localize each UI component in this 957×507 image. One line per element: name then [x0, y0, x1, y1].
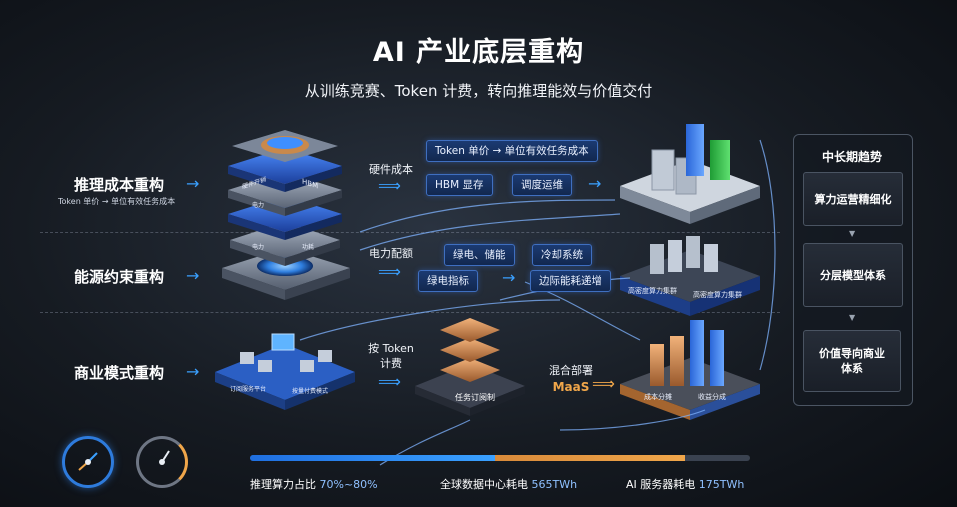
arrow-right-icon: ⟹	[378, 176, 401, 195]
stat-ai-server: AI 服务器耗电 175TWh	[626, 476, 744, 492]
stat-dc-power: 全球数据中心耗电 565TWh	[440, 476, 577, 492]
datacenter-top-illustration	[620, 124, 760, 224]
flow-label-power-quota: 电力配额	[369, 247, 413, 260]
arrow-right-icon: ⟹	[592, 374, 615, 393]
chip-hbm: HBM 显存	[426, 174, 493, 196]
datacenter-mid-illustration	[620, 236, 760, 316]
chip-label: 功耗	[302, 244, 315, 251]
row-label-inference-cost: 推理成本重构	[74, 176, 165, 194]
business-platform-illustration	[215, 333, 355, 410]
task-order-label: 任务订阅制	[455, 393, 495, 402]
stat-value: 70%~80%	[319, 478, 378, 491]
trend-item: 价值导向商业体系	[803, 330, 901, 392]
inference-share-bar	[250, 455, 750, 461]
stat-value: 565TWh	[531, 478, 578, 491]
dc-power-fill	[495, 455, 685, 461]
arrow-right-icon: →	[186, 174, 200, 193]
trend-item: 算力运营精细化	[803, 172, 903, 226]
flow-label-hybrid-2: MaaS	[552, 380, 590, 394]
growth-bars-illustration	[620, 320, 760, 420]
row-divider	[40, 312, 780, 313]
task-order-illustration	[415, 318, 525, 416]
stat-label: 推理算力占比	[250, 478, 316, 491]
row-divider	[40, 232, 780, 233]
growth-label: 成本分摊	[644, 393, 672, 401]
chip-green-index: 绿电指标	[418, 270, 478, 292]
inference-share-fill	[250, 455, 495, 461]
growth-label: 收益分成	[698, 393, 726, 401]
trend-item: 分层模型体系	[803, 243, 903, 307]
page-subtitle: 从训练竞赛、Token 计费，转向推理能效与价值交付	[304, 82, 653, 100]
chip-cooling: 冷却系统	[532, 244, 592, 266]
chip-label: 电力	[252, 202, 265, 209]
arrow-right-icon: →	[588, 174, 602, 193]
chip-marginal-energy: 边际能耗递增	[530, 270, 611, 292]
platform-label: 按量付费模式	[292, 388, 329, 395]
row-sublabel-inference-cost: Token 单价 → 单位有效任务成本	[58, 197, 176, 206]
chip-token-unit: Token 单价 → 单位有效任务成本	[426, 140, 598, 162]
row-label-energy: 能源约束重构	[74, 268, 165, 286]
arrow-right-icon: →	[502, 268, 516, 287]
cluster-label: 高密度算力集群	[693, 291, 742, 299]
chevron-down-icon: ▼	[849, 313, 856, 322]
gauge-icon	[62, 436, 114, 488]
chip-stack-illustration	[222, 130, 350, 300]
flow-label-hybrid-1: 混合部署	[549, 364, 593, 377]
cluster-label: 高密度算力集群	[628, 287, 677, 295]
stat-label: 全球数据中心耗电	[440, 478, 528, 491]
stat-value: 175TWh	[698, 478, 745, 491]
gauge-icon	[136, 436, 188, 488]
arrow-right-icon: →	[186, 266, 200, 285]
row-label-business: 商业模式重构	[74, 364, 165, 382]
arrow-right-icon: ⟹	[378, 372, 401, 391]
flow-label-hardware-cost: 硬件成本	[369, 163, 413, 176]
arrow-right-icon: →	[186, 362, 200, 381]
stat-label: AI 服务器耗电	[626, 478, 696, 491]
chip-scheduling: 调度运维	[512, 174, 572, 196]
flow-label-token-billing-1: 按 Token	[368, 342, 414, 355]
flow-label-token-billing-2: 计费	[380, 357, 402, 370]
chevron-down-icon: ▼	[849, 229, 856, 238]
platform-label: 订阅服务平台	[230, 386, 267, 393]
trend-panel-title: 中长期趋势	[821, 150, 882, 164]
arrow-right-icon: ⟹	[378, 262, 401, 281]
page-title: AI 产业底层重构	[372, 37, 585, 68]
stat-inference-share: 推理算力占比 70%~80%	[250, 476, 378, 492]
chip-label: 电力	[252, 244, 265, 251]
chip-green-storage: 绿电、储能	[444, 244, 515, 266]
